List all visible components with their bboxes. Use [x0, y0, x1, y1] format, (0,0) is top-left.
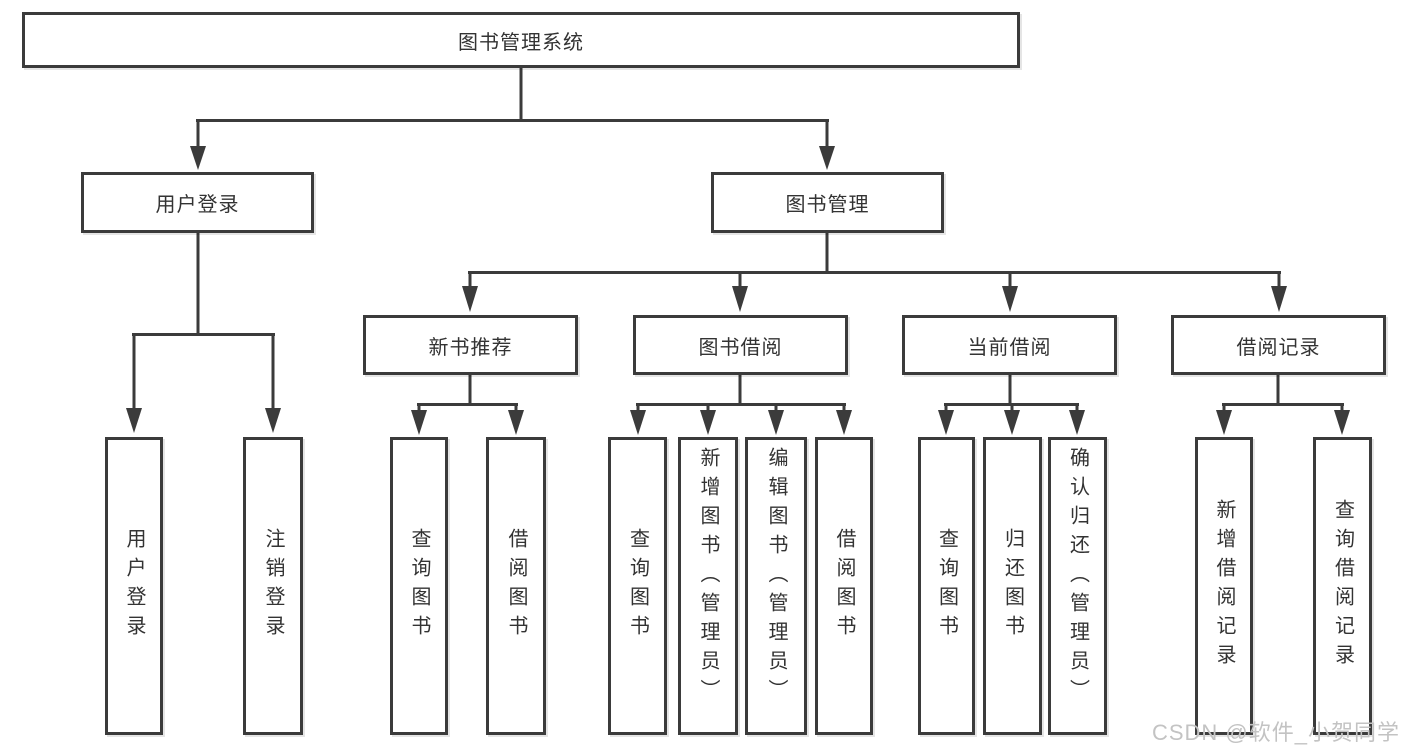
- leaf-borrow-books-label: 借阅图书: [505, 528, 527, 644]
- leaf-logout: 注销登录: [243, 437, 303, 735]
- node-new-book-recommend: 新书推荐: [363, 315, 578, 375]
- arrowhead: [411, 410, 427, 435]
- node-user-login: 用户登录: [81, 172, 314, 233]
- leaf-query-borrow-record: 查询借阅记录: [1313, 437, 1372, 735]
- connector-records-to-leaves: [1222, 373, 1344, 412]
- connector-borrow-to-leaves: [636, 373, 846, 412]
- node-book-management: 图书管理: [711, 172, 944, 233]
- leaf-borrow-books: 借阅图书: [815, 437, 873, 735]
- leaf-add-books-admin: 新增图书（管理员）: [678, 437, 738, 735]
- arrowhead: [1002, 286, 1018, 312]
- arrowhead: [630, 410, 646, 435]
- leaf-edit-books-admin-label: 编辑图书（管理员）: [765, 447, 787, 708]
- node-borrow-records: 借阅记录: [1171, 315, 1386, 375]
- arrowhead: [1271, 286, 1287, 312]
- connector-newbook-to-leaves: [417, 373, 518, 412]
- arrowhead: [462, 286, 478, 312]
- node-borrow-records-label: 借阅记录: [1236, 336, 1321, 359]
- node-current-borrow: 当前借阅: [902, 315, 1117, 375]
- arrowhead: [1334, 410, 1350, 435]
- arrowhead: [938, 410, 954, 435]
- leaf-confirm-return-admin-label: 确认归还（管理员）: [1066, 447, 1089, 708]
- node-book-borrow-label: 图书借阅: [698, 336, 783, 359]
- leaf-user-login-label: 用户登录: [123, 528, 145, 644]
- arrowhead: [1004, 410, 1020, 435]
- arrowheads-group: [126, 146, 1350, 435]
- leaf-edit-books-admin: 编辑图书（管理员）: [745, 437, 807, 735]
- leaf-add-borrow-record: 新增借阅记录: [1195, 437, 1253, 735]
- node-current-borrow-label: 当前借阅: [967, 336, 1052, 359]
- arrowhead: [819, 146, 835, 170]
- leaf-user-login: 用户登录: [105, 437, 163, 735]
- arrowhead: [190, 146, 206, 170]
- arrowhead: [1069, 410, 1085, 435]
- watermark: CSDN @软件_小贺同学: [1151, 720, 1400, 745]
- connector-root-to-level2: [196, 66, 829, 148]
- leaf-query-books: 查询图书: [608, 437, 667, 735]
- arrowhead: [836, 410, 852, 435]
- node-book-borrow: 图书借阅: [633, 315, 848, 375]
- node-new-book-recommend-label: 新书推荐: [428, 336, 513, 359]
- leaf-add-borrow-record-label: 新增借阅记录: [1213, 499, 1235, 673]
- leaf-query-books: 查询图书: [918, 437, 975, 735]
- leaf-borrow-books-label: 借阅图书: [833, 528, 855, 644]
- arrowhead: [700, 410, 716, 435]
- arrowhead: [508, 410, 524, 435]
- node-root-label: 图书管理系统: [458, 31, 584, 54]
- leaf-borrow-books: 借阅图书: [486, 437, 546, 735]
- leaf-query-books-label: 查询图书: [408, 528, 430, 644]
- arrowhead: [732, 286, 748, 312]
- leaf-logout-label: 注销登录: [262, 528, 284, 644]
- node-user-login-label: 用户登录: [155, 194, 240, 216]
- leaf-return-books-label: 归还图书: [1001, 528, 1024, 644]
- leaf-return-books: 归还图书: [983, 437, 1042, 735]
- connector-bookmgmt-to-level3: [468, 230, 1281, 288]
- leaf-query-books-label: 查询图书: [935, 528, 958, 644]
- node-book-management-label: 图书管理: [785, 194, 870, 216]
- leaf-confirm-return-admin: 确认归还（管理员）: [1048, 437, 1107, 735]
- connector-lines: [132, 66, 1344, 412]
- leaf-query-borrow-record-label: 查询借阅记录: [1331, 499, 1354, 673]
- arrowhead: [126, 408, 142, 433]
- connector-userlogin-to-leaves: [132, 230, 275, 410]
- leaf-query-books-label: 查询图书: [626, 528, 649, 644]
- node-root: 图书管理系统: [22, 12, 1020, 68]
- leaf-add-books-admin-label: 新增图书（管理员）: [697, 447, 719, 708]
- arrowhead: [265, 408, 281, 433]
- leaf-query-books: 查询图书: [390, 437, 448, 735]
- arrowhead: [1216, 410, 1232, 435]
- arrowhead: [768, 410, 784, 435]
- connector-current-to-leaves: [944, 373, 1079, 412]
